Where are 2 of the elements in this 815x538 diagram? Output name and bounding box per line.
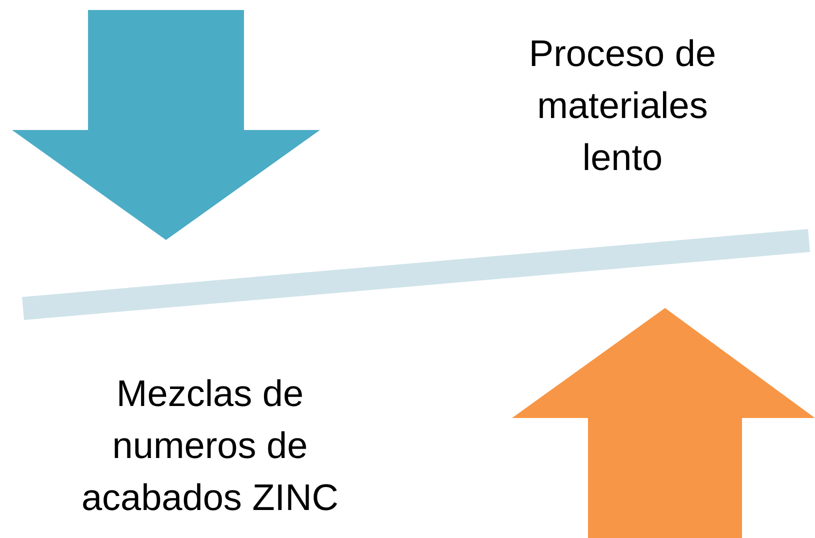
- label-text: Proceso de materiales lento: [528, 32, 718, 180]
- label-text: Mezclas de numeros de acabados ZINC: [80, 372, 340, 520]
